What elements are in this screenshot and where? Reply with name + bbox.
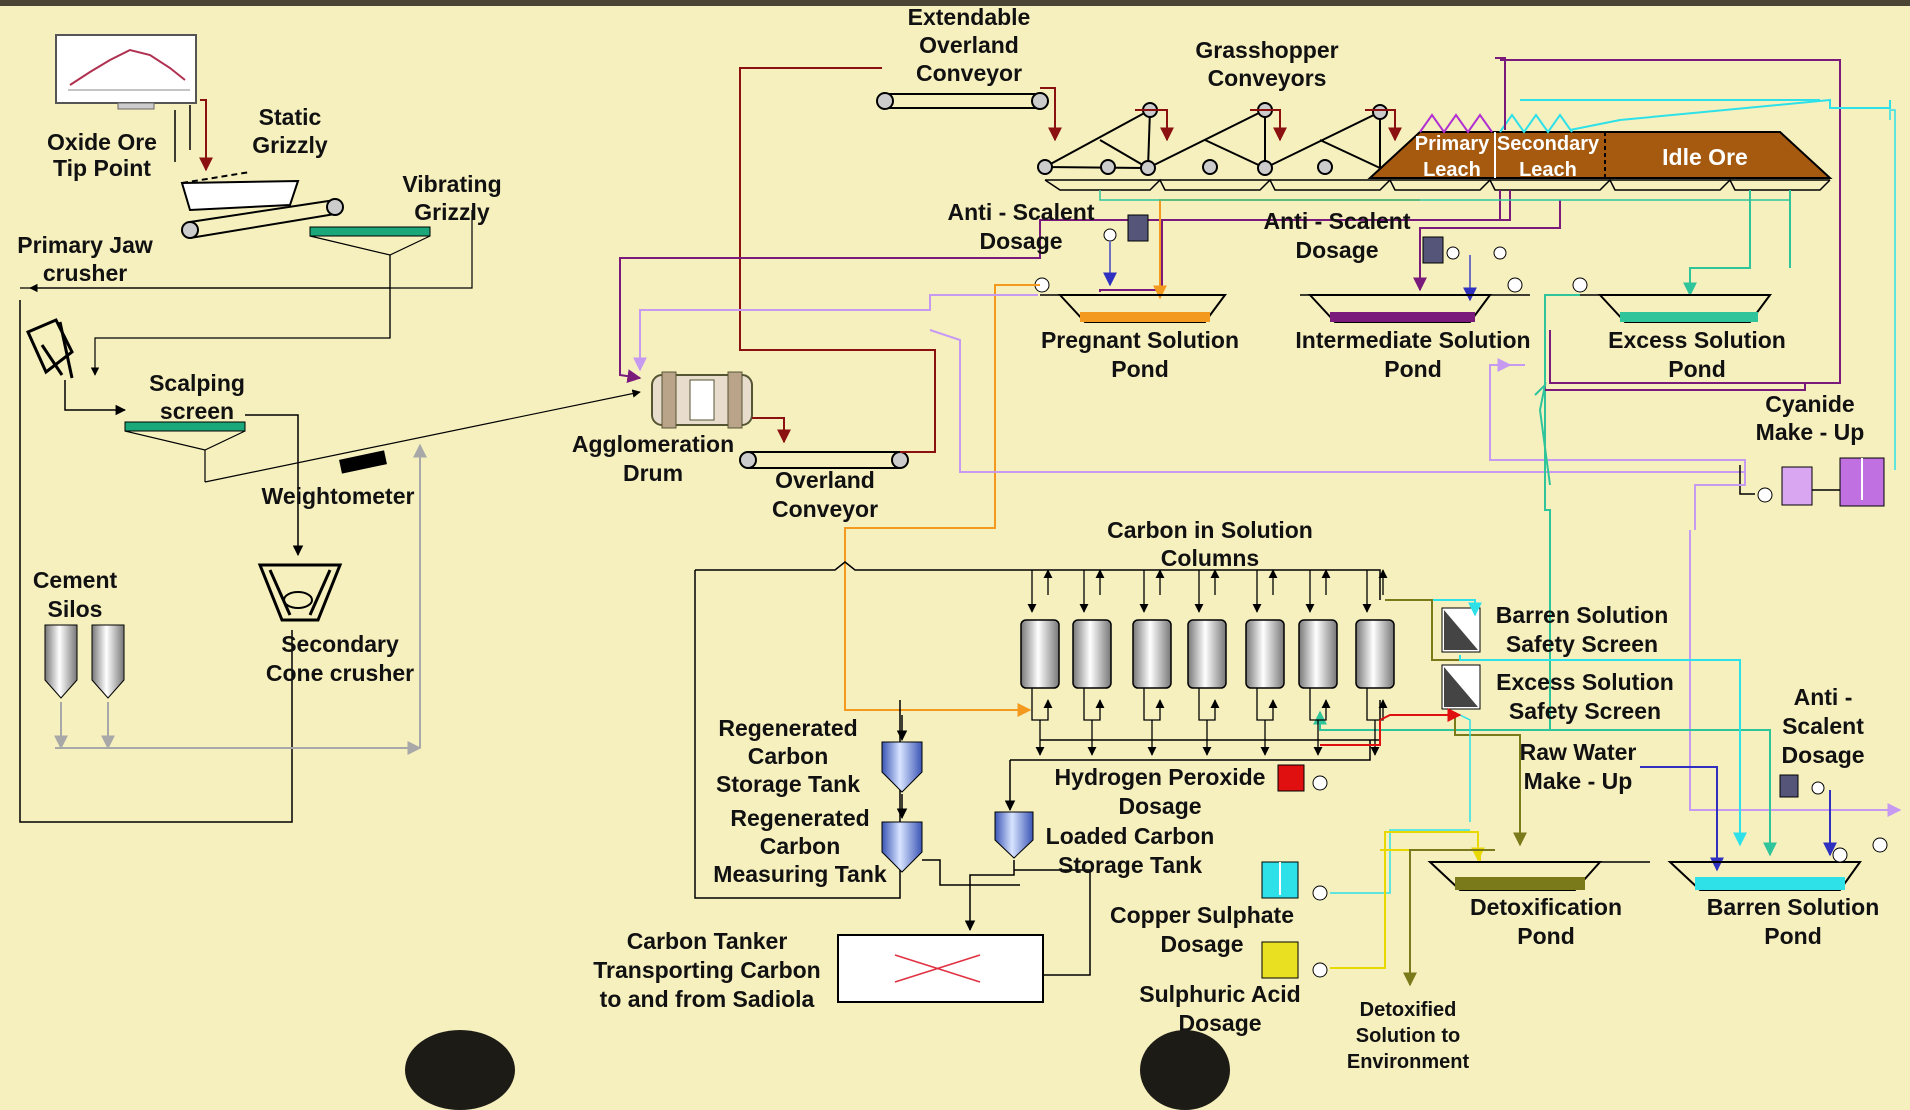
- cement-silos: [44, 624, 125, 699]
- carbon-tanker: [837, 934, 1044, 1003]
- agglomeration-drum: [651, 371, 753, 429]
- overland-conveyor: [739, 451, 909, 469]
- excess-solution-pond: [1555, 277, 1772, 323]
- pregnant-solution-pond: [1034, 277, 1227, 323]
- sulphuric-acid-dosage: [1261, 941, 1328, 979]
- barren-solution-pond: [1667, 837, 1888, 891]
- secondary-cone-crusher: [257, 563, 343, 622]
- barren-safety-screen: [1441, 607, 1481, 653]
- cyanide-makeup: [1757, 457, 1885, 507]
- static-grizzly: [180, 171, 300, 212]
- leach-pad: [1367, 113, 1833, 179]
- intermediate-solution-pond: [1300, 277, 1530, 323]
- anti-scalent-dosage-1: [1103, 214, 1149, 242]
- loaded-carbon-storage-tank: [994, 811, 1034, 859]
- grasshopper-conveyors: [1037, 102, 1388, 176]
- weightometer-label: Weightometer: [262, 483, 415, 509]
- vibrating-grizzly: [309, 226, 431, 256]
- top-band: [0, 0, 1910, 6]
- excess-safety-screen: [1441, 664, 1481, 710]
- cic-column-3: [1132, 619, 1172, 689]
- tip-point-monitor: [55, 34, 197, 110]
- scalping-screen: [124, 389, 641, 483]
- cic-column-4: [1187, 619, 1227, 689]
- anti-scalent-dosage-3: [1779, 774, 1825, 798]
- cic-column-5: [1245, 619, 1285, 689]
- weightometer: [339, 450, 387, 474]
- regenerated-carbon-measuring-tank: [881, 821, 923, 873]
- logo-badge-2: [1140, 1030, 1230, 1110]
- hydrogen-peroxide-dosage: [1277, 764, 1328, 792]
- cic-column-7: [1355, 619, 1395, 689]
- logo-badge-1: [405, 1030, 515, 1110]
- idle-ore-label: Idle Ore: [1662, 144, 1748, 170]
- copper-sulphate-dosage: [1261, 861, 1328, 901]
- regenerated-carbon-storage-tank: [881, 741, 923, 793]
- cic-columns: [1020, 569, 1395, 756]
- feed-conveyor: [181, 198, 344, 239]
- cic-column-1: [1020, 619, 1060, 689]
- anti-scalent-dosage-2: [1422, 236, 1507, 264]
- primary-jaw-crusher: [26, 318, 74, 379]
- cic-column-2: [1072, 619, 1112, 689]
- detoxification-pond: [1427, 861, 1650, 891]
- cic-column-6: [1298, 619, 1338, 689]
- extendable-overland-conveyor: [876, 92, 1049, 110]
